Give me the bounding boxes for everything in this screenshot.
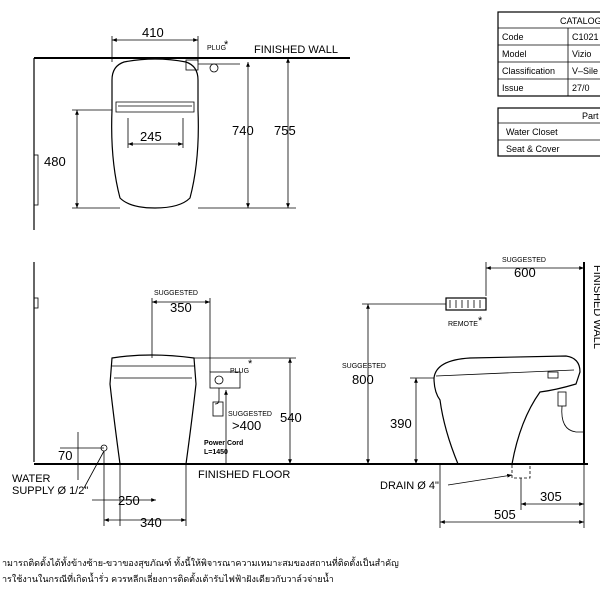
valve-box-top bbox=[185, 59, 199, 71]
top-view: FINISHED WALL PLUG * 410 245 480 740 755 bbox=[33, 25, 350, 230]
svg-text:SUGGESTED: SUGGESTED bbox=[342, 363, 386, 370]
svg-text:*: * bbox=[478, 315, 483, 327]
svg-text:Model: Model bbox=[502, 49, 527, 59]
svg-text:Seat & Cover: Seat & Cover bbox=[506, 144, 560, 154]
dim-390: 390 bbox=[390, 416, 412, 431]
dim-250: 250 bbox=[118, 493, 140, 508]
svg-text:SUGGESTED: SUGGESTED bbox=[502, 257, 546, 264]
svg-text:Vizio: Vizio bbox=[572, 49, 591, 59]
svg-text:*: * bbox=[248, 358, 253, 370]
svg-text:V–Sile: V–Sile bbox=[572, 66, 598, 76]
front-view: FINISHED FLOOR PLUG * SUGGESTED 350 SUGG… bbox=[12, 262, 588, 530]
svg-text:Issue: Issue bbox=[502, 83, 524, 93]
dim-245: 245 bbox=[140, 129, 162, 144]
toilet-top-outline bbox=[111, 58, 199, 209]
svg-text:L=1450: L=1450 bbox=[204, 449, 228, 456]
dim-350: 350 bbox=[170, 300, 192, 315]
parts-table bbox=[497, 107, 600, 157]
note-line-1: ามารถติดตั้งได้ทั้งข้างซ้าย-ขวาของสุขภัณ… bbox=[2, 556, 399, 569]
catalog-table: CATALOG Code C1021 Model Vizio Classific… bbox=[497, 11, 600, 157]
notes: ามารถติดตั้งได้ทั้งข้างซ้าย-ขวาของสุขภัณ… bbox=[2, 556, 399, 584]
dim-505: 505 bbox=[494, 507, 516, 522]
dim-755: 755 bbox=[274, 123, 296, 138]
valve-side bbox=[557, 391, 567, 407]
svg-text:WATER: WATER bbox=[12, 473, 51, 485]
seat-hinge-top bbox=[115, 101, 195, 113]
plug-top bbox=[209, 63, 219, 73]
toilet-front-outline bbox=[109, 354, 197, 465]
dim-540: 540 bbox=[280, 410, 302, 425]
plug-top-label: PLUG bbox=[207, 45, 226, 52]
svg-text:SUPPLY Ø 1/2": SUPPLY Ø 1/2" bbox=[12, 485, 88, 497]
svg-text:27/0: 27/0 bbox=[572, 83, 590, 93]
svg-text:Part: Part bbox=[582, 111, 599, 121]
finished-wall-side-label: FINISHED WALL bbox=[591, 265, 600, 349]
dim-480: 480 bbox=[44, 154, 66, 169]
dim-400: >400 bbox=[232, 418, 261, 433]
drain-pipe bbox=[511, 463, 531, 479]
svg-text:Code: Code bbox=[502, 32, 524, 42]
finished-wall-top-label: FINISHED WALL bbox=[254, 44, 338, 56]
finished-floor-label: FINISHED FLOOR bbox=[198, 469, 290, 481]
svg-text:SUGGESTED: SUGGESTED bbox=[154, 290, 198, 297]
svg-text:*: * bbox=[224, 39, 229, 51]
dim-740: 740 bbox=[232, 123, 254, 138]
svg-text:Power Cord: Power Cord bbox=[204, 440, 243, 447]
dim-305: 305 bbox=[540, 489, 562, 504]
svg-text:SUGGESTED: SUGGESTED bbox=[228, 411, 272, 418]
plug-front-label: PLUG bbox=[230, 368, 249, 375]
note-line-2: ารใช้งานในกรณีที่เกิดน้ำรั่ว ควรหลีกเลี่… bbox=[2, 572, 334, 584]
wall-strip-top bbox=[33, 154, 39, 206]
catalog-header: CATALOG bbox=[560, 16, 600, 26]
plug-box-front bbox=[209, 371, 241, 389]
dim-410: 410 bbox=[142, 25, 164, 40]
dim-70: 70 bbox=[58, 448, 72, 463]
side-view: FINISHED WALL REMOTE * SUGGESTED 600 SUG… bbox=[342, 257, 600, 528]
remote-label: REMOTE bbox=[448, 321, 478, 328]
svg-text:Classification: Classification bbox=[502, 66, 555, 76]
toilet-side-outline bbox=[433, 355, 581, 465]
dim-600: 600 bbox=[514, 265, 536, 280]
drain-label: DRAIN Ø 4" bbox=[380, 480, 439, 492]
dim-800: 800 bbox=[352, 372, 374, 387]
svg-text:Water Closet: Water Closet bbox=[506, 127, 558, 137]
svg-text:C1021: C1021 bbox=[572, 32, 599, 42]
dim-340: 340 bbox=[140, 515, 162, 530]
